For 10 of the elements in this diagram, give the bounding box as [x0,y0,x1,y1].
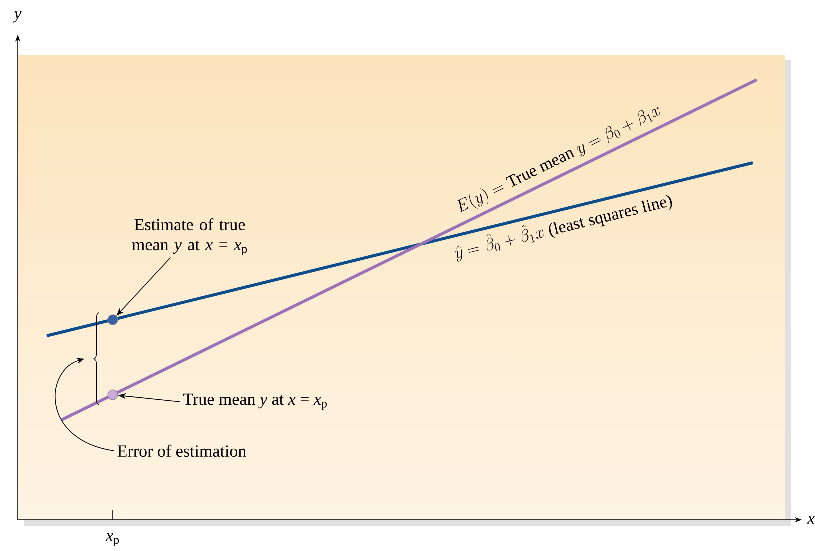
arrow [55,358,115,452]
annotation-text: True mean y at x = x$_{p}$ [184,394,327,410]
brace [94,312,100,406]
data-point [108,314,118,326]
axis-label: y [12,11,22,23]
annotation-text: Error of estimation [118,444,246,458]
data-point [108,390,118,400]
axis-label: x$_{p}$ [106,534,120,546]
annotation-text: Estimate of true mean y at x = x$_{p}$ [132,218,248,256]
axis-label: x [807,516,815,524]
